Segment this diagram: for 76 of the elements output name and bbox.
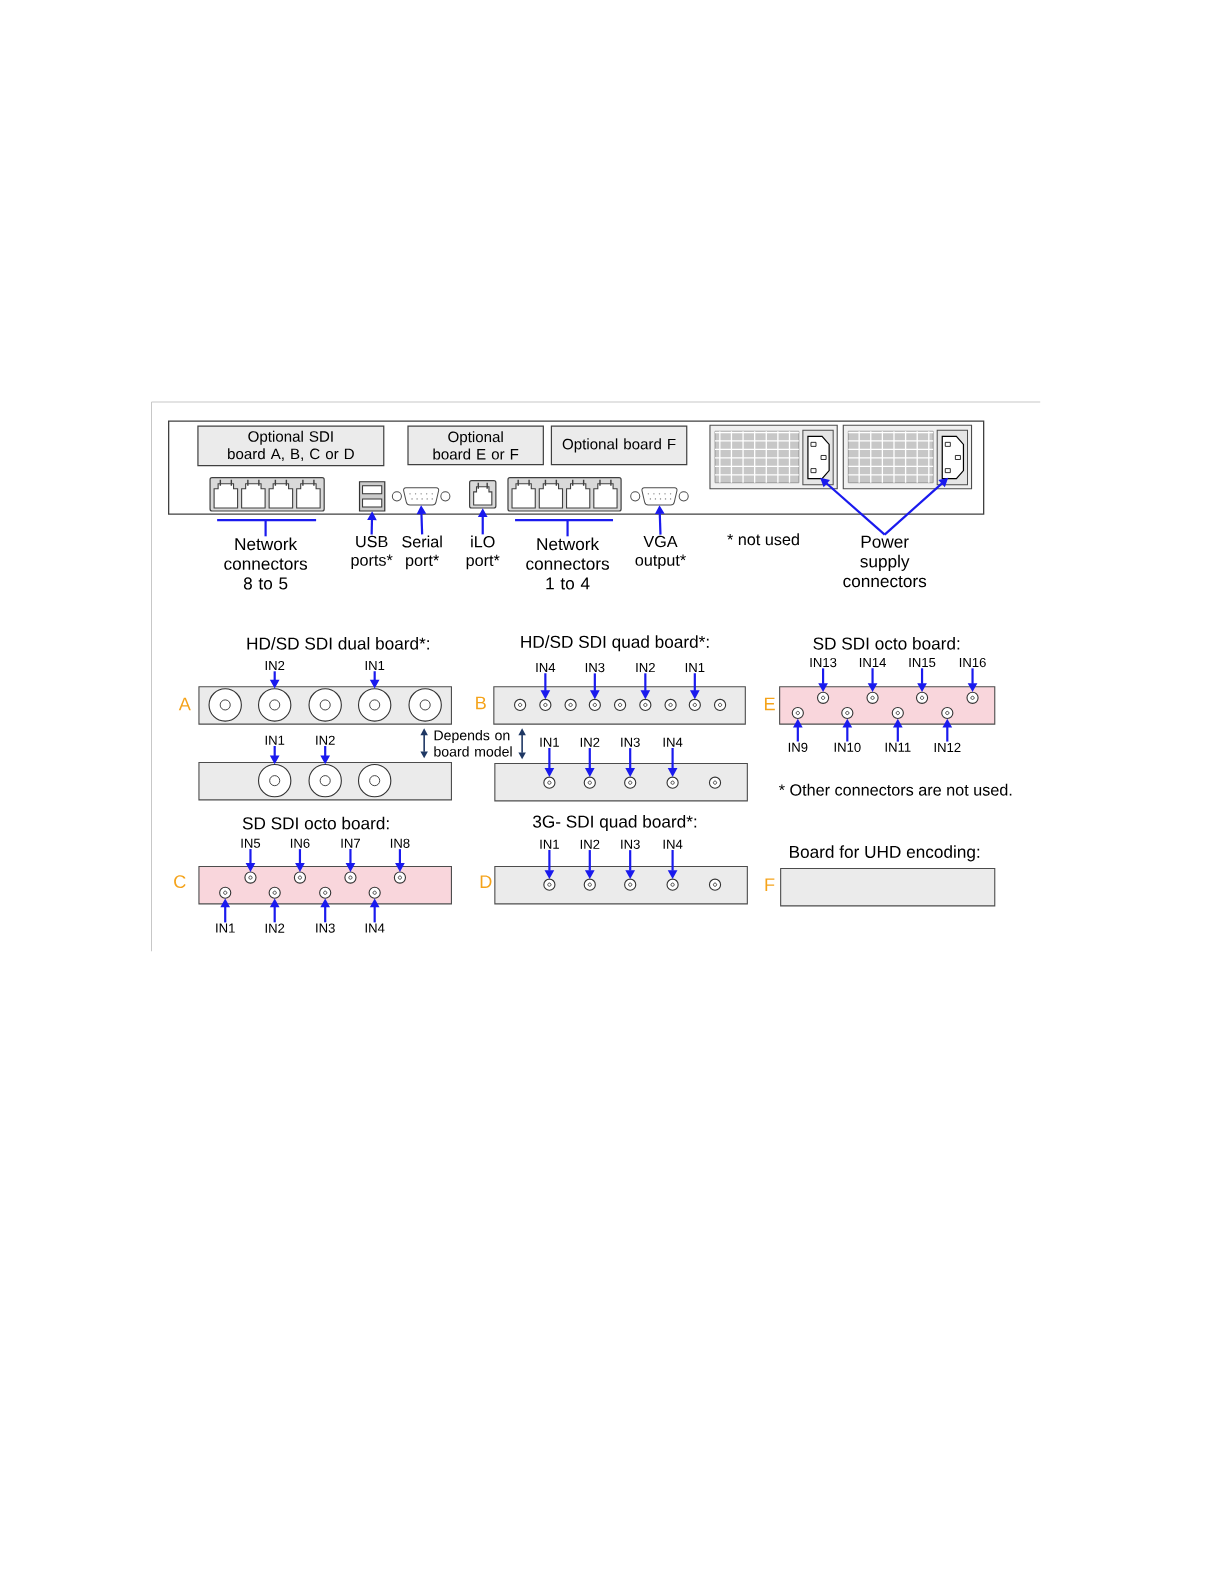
board-letter: A (178, 697, 191, 711)
port-label: Network connectors 1 to 4 (526, 537, 609, 590)
board-title: 3G- SDI quad board*: (533, 815, 697, 832)
board-letter: B (476, 696, 486, 710)
input-label: IN1 (685, 663, 705, 673)
input-label: IN2 (636, 663, 655, 673)
connector-circle (357, 763, 392, 798)
board-slot: Optional board F (550, 425, 688, 466)
connector-circle (257, 763, 292, 798)
board-title: HD/SD SDI dual board*: (247, 637, 429, 650)
input-label: IN13 (810, 657, 837, 668)
bracket-leader-line (217, 519, 317, 537)
connector-circle (408, 688, 442, 722)
input-label: IN1 (216, 923, 235, 933)
power-supply-drawing (709, 424, 838, 490)
connector-circle (308, 763, 342, 798)
port-label: Power supply connectors (843, 535, 927, 588)
connector-circle (257, 688, 292, 722)
connector-circle (308, 688, 342, 722)
input-label: IN4 (663, 839, 683, 849)
port-label: VGA output* (635, 535, 686, 570)
board-title: HD/SD SDI quad board*: (521, 635, 709, 652)
board-letter: E (765, 697, 775, 711)
input-label: IN3 (316, 923, 335, 933)
board-title: SD SDI octo board: (813, 637, 960, 650)
power-supply-drawing (842, 424, 973, 490)
input-label: IN2 (265, 660, 285, 671)
input-label: IN10 (834, 742, 861, 752)
input-label: IN7 (341, 838, 360, 848)
board-slot: Optional board E or F (407, 425, 544, 466)
input-label: IN2 (316, 735, 335, 745)
vga-port-icon (630, 487, 689, 506)
board-title: SD SDI octo board: (242, 816, 389, 830)
input-label: IN2 (265, 923, 285, 933)
note-text: * not used (727, 533, 799, 546)
port-label: Serial port* (402, 535, 442, 570)
ilo-port-icon (469, 480, 497, 509)
input-label: IN8 (390, 838, 410, 848)
input-label: IN4 (536, 663, 556, 673)
input-label: IN3 (585, 662, 605, 673)
connector-circle (208, 688, 242, 722)
input-label: IN6 (290, 838, 310, 848)
board-slot: Optional SDI board A, B, C or D (197, 425, 385, 467)
input-label: IN16 (959, 657, 986, 668)
note-text: * Other connectors are not used. (779, 783, 1012, 796)
input-label: IN9 (788, 742, 808, 752)
port-label: USB ports* (351, 535, 393, 570)
note-text: Depends on board model (434, 729, 512, 757)
input-label: IN3 (621, 737, 640, 747)
connector-circle (357, 688, 392, 722)
board-letter: F (765, 878, 775, 891)
network-port-drawing (209, 477, 325, 512)
input-label: IN2 (580, 839, 600, 849)
input-label: IN1 (540, 737, 559, 747)
input-label: IN2 (580, 737, 600, 747)
board-letter: C (174, 875, 186, 889)
input-label: IN3 (621, 839, 640, 849)
serial-port-icon (391, 487, 451, 506)
input-label: IN1 (540, 839, 559, 849)
network-port-drawing (507, 477, 622, 512)
board-title: Board for UHD encoding: (790, 845, 980, 862)
input-label: IN4 (663, 737, 683, 747)
input-label: IN11 (885, 742, 911, 752)
usb-port-icon (358, 481, 386, 512)
input-label: IN12 (934, 742, 961, 752)
port-label: iLO port* (466, 535, 500, 570)
input-label: IN4 (365, 923, 385, 933)
input-label: IN14 (859, 658, 886, 667)
board-panel (494, 762, 748, 802)
input-label: IN1 (265, 735, 285, 745)
input-label: IN15 (909, 657, 936, 668)
bracket-leader-line (515, 519, 613, 537)
board-letter: D (480, 875, 492, 888)
input-label: IN5 (241, 838, 261, 848)
port-label: Network connectors 8 to 5 (224, 537, 308, 590)
input-label: IN1 (365, 661, 385, 671)
